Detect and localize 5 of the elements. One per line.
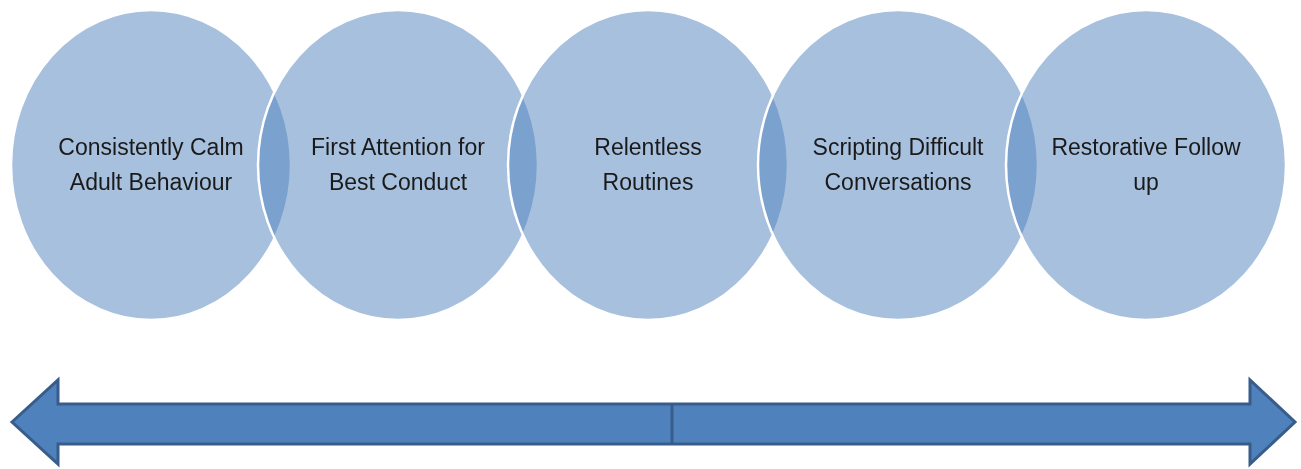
circle-label: Restorative Follow up [1050, 133, 1242, 197]
circle-label: Relentless Routines [593, 133, 703, 197]
circle-label: Scripting Difficult Conversations [811, 133, 985, 197]
circle-label: First Attention for Best Conduct [310, 133, 486, 197]
circle-label: Consistently Calm Adult Behaviour [57, 133, 245, 197]
